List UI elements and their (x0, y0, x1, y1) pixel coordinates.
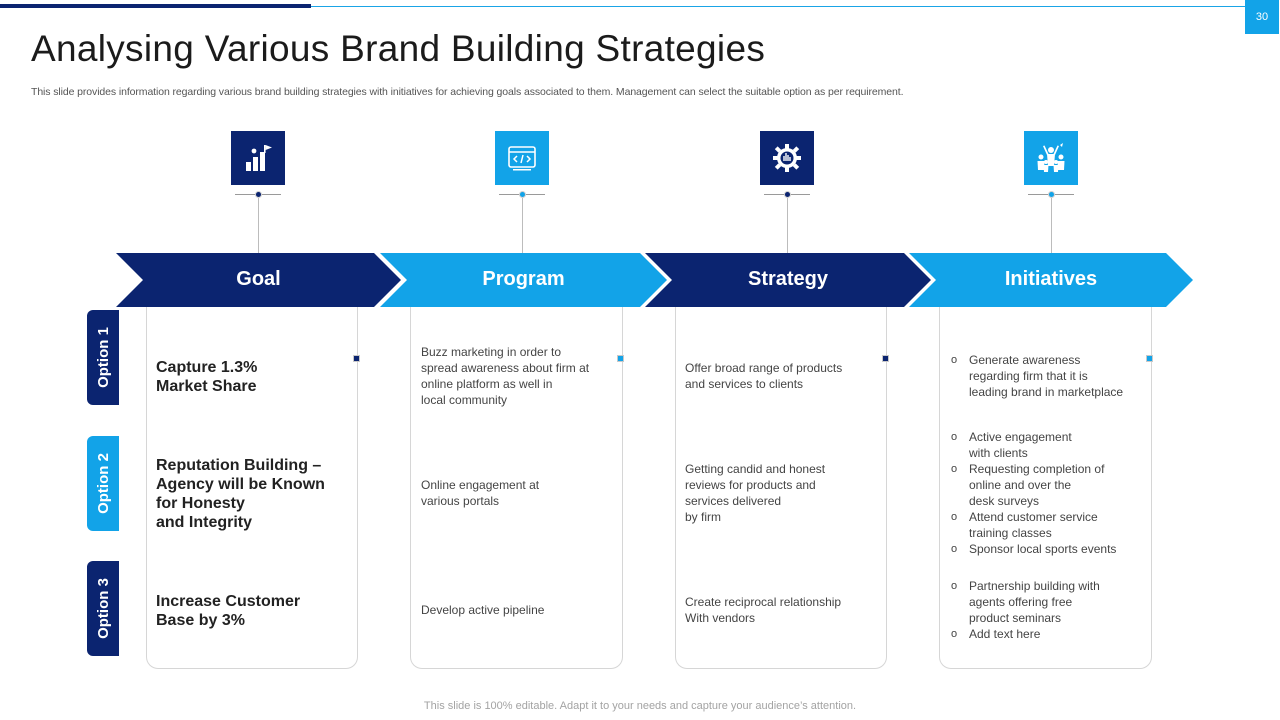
program-option-1: Buzz marketing in order to spread awaren… (421, 345, 590, 407)
card-marker (353, 355, 360, 362)
strategy-chevron (645, 253, 931, 307)
top-accent-bar (0, 4, 311, 8)
initiatives-option-1: Generate awareness regarding firm that i… (951, 352, 1146, 400)
initiative-item: Active engagement with clients (951, 429, 1146, 461)
option-1-label: Option 1 (94, 327, 112, 388)
initiative-item: Add text here (951, 626, 1146, 642)
card-marker (1146, 355, 1153, 362)
program-option-3: Develop active pipeline (421, 603, 545, 617)
program-chevron (380, 253, 667, 307)
program-card (410, 300, 623, 669)
strategy-card (675, 300, 887, 669)
connector-vline (787, 198, 788, 253)
initiative-item: Partnership building with agents offerin… (951, 578, 1146, 626)
card-marker (617, 355, 624, 362)
program-option-2: Online engagement at various portals (421, 478, 540, 508)
initiatives-option-3: Partnership building with agents offerin… (951, 578, 1146, 642)
team-celebration-icon (1024, 131, 1078, 185)
column-label-initiatives: Initiatives (1004, 268, 1098, 290)
goal-option-2: Reputation Building – Agency will be Kno… (156, 457, 325, 531)
card-marker (882, 355, 889, 362)
top-accent-line (311, 6, 1245, 7)
goal-option-1: Capture 1.3% Market Share (156, 359, 258, 395)
option-2-label: Option 2 (94, 453, 112, 514)
code-window-icon (495, 131, 549, 185)
option-2-tab: Option 2 (87, 436, 119, 531)
goal-chevron (116, 253, 401, 307)
strategy-option-1: Offer broad range of products and servic… (685, 361, 843, 391)
connector-vline (1051, 198, 1052, 253)
connector-dot (784, 190, 791, 198)
strategy-option-3: Create reciprocal relationship With vend… (685, 595, 842, 625)
connector-dot (519, 190, 526, 198)
column-label-strategy: Strategy (747, 268, 829, 290)
column-label-program: Program (482, 268, 565, 290)
flag-bar-chart-icon (231, 131, 285, 185)
initiatives-chevron (909, 253, 1193, 307)
page-subtitle: This slide provides information regardin… (31, 86, 904, 98)
initiative-item: Sponsor local sports events (951, 541, 1146, 557)
option-3-label: Option 3 (94, 578, 112, 639)
gear-hand-icon (760, 131, 814, 185)
connector-dot (255, 190, 262, 198)
goal-option-3: Increase Customer Base by 3% (156, 593, 301, 629)
initiative-item: Attend customer service training classes (951, 509, 1146, 541)
initiative-item: Generate awareness regarding firm that i… (951, 352, 1146, 400)
option-1-tab: Option 1 (87, 310, 119, 405)
strategy-option-2: Getting candid and honest reviews for pr… (685, 462, 826, 524)
connector-vline (522, 198, 523, 253)
initiative-item: Requesting completion of online and over… (951, 461, 1146, 509)
page-number: 30 (1245, 0, 1279, 34)
page-title: Analysing Various Brand Building Strateg… (31, 28, 766, 69)
connector-vline (258, 198, 259, 253)
goal-card (146, 300, 358, 669)
connector-dot (1048, 190, 1055, 198)
initiatives-option-2: Active engagement with clients Requestin… (951, 429, 1146, 557)
column-label-goal: Goal (236, 268, 281, 290)
footer-note: This slide is 100% editable. Adapt it to… (423, 700, 857, 712)
option-3-tab: Option 3 (87, 561, 119, 656)
